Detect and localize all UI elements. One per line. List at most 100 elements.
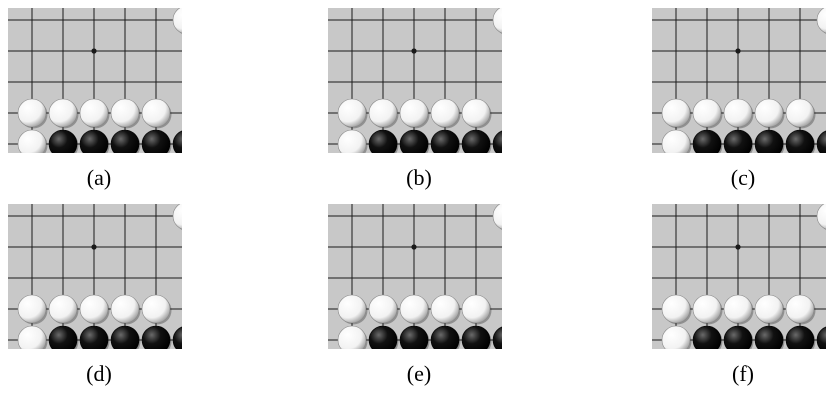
diagram-panel: 123 (e) [328,204,510,393]
black-stone [723,325,753,349]
board-background [652,204,826,349]
diagram-panel: (a) [8,8,190,197]
white-stone [661,98,691,128]
white-stone [661,129,691,153]
panel-caption: (f) [732,361,754,386]
black-stone [430,325,460,349]
white-stone [110,98,140,128]
white-stone [816,204,826,230]
white-stone [430,294,460,324]
black-stone [79,129,109,153]
go-board: 123 [328,204,502,349]
go-board: CCCC [328,8,502,153]
white-stone [48,294,78,324]
black-stone [110,129,140,153]
go-board [8,8,182,153]
black-stone [79,325,109,349]
diagram-panel: PPPPP (c) [652,8,832,197]
white-stone [816,8,826,34]
panel-caption: (c) [730,165,756,190]
black-stone [399,129,429,153]
black-stone [48,129,78,153]
white-stone [368,98,398,128]
black-stone [48,325,78,349]
white-stone [661,325,691,349]
board-background [328,204,502,349]
star-point [735,244,741,250]
white-stone [492,204,502,230]
black-stone [368,129,398,153]
star-point [411,48,417,54]
white-stone [430,98,460,128]
black-stone [692,129,722,153]
black-stone [141,129,171,153]
white-stone [368,294,398,324]
black-stone [141,325,171,349]
white-stone [337,98,367,128]
white-stone [17,98,47,128]
white-stone [723,294,753,324]
black-stone [816,130,826,153]
black-stone [785,325,815,349]
white-stone [48,98,78,128]
go-board: FFFFF [8,204,182,349]
panel-caption: (a) [86,165,112,190]
white-stone [661,294,691,324]
go-board: PPPPP [652,8,826,153]
panel-caption: (d) [86,361,112,386]
white-stone [399,294,429,324]
black-stone [368,325,398,349]
black-stone [461,129,491,153]
white-stone [337,325,367,349]
star-point [91,48,97,54]
black-stone [754,325,784,349]
black-stone [785,129,815,153]
black-stone [110,325,140,349]
white-stone [17,294,47,324]
black-stone [492,130,502,153]
white-stone [399,98,429,128]
white-stone [79,98,109,128]
black-stone [172,326,182,349]
diagram-panel: CCCC (b) [328,8,510,197]
black-stone [461,325,491,349]
board-background [328,8,502,153]
white-stone [461,98,491,128]
white-stone [785,98,815,128]
white-stone [110,294,140,324]
white-stone [337,129,367,153]
white-stone [172,204,182,230]
white-stone [337,294,367,324]
black-stone [430,129,460,153]
black-stone [692,325,722,349]
white-stone [785,294,815,324]
white-stone [492,8,502,34]
white-stone [141,294,171,324]
white-stone [692,98,722,128]
white-stone [723,98,753,128]
black-stone [399,325,429,349]
white-stone [79,294,109,324]
board-background [8,204,182,349]
black-stone [723,129,753,153]
black-stone [172,130,182,153]
go-board: 231 [652,204,826,349]
white-stone [141,98,171,128]
star-point [91,244,97,250]
panel-caption: (e) [406,361,432,386]
diagram-panel: FFFFF (d) [8,204,190,393]
white-stone [17,325,47,349]
board-background [652,8,826,153]
diagram-panel: 231 (f) [652,204,832,393]
white-stone [754,98,784,128]
white-stone [172,8,182,34]
black-stone [754,129,784,153]
white-stone [754,294,784,324]
white-stone [692,294,722,324]
star-point [411,244,417,250]
black-stone [492,326,502,349]
panel-caption: (b) [406,165,432,190]
white-stone [17,129,47,153]
board-background [8,8,182,153]
